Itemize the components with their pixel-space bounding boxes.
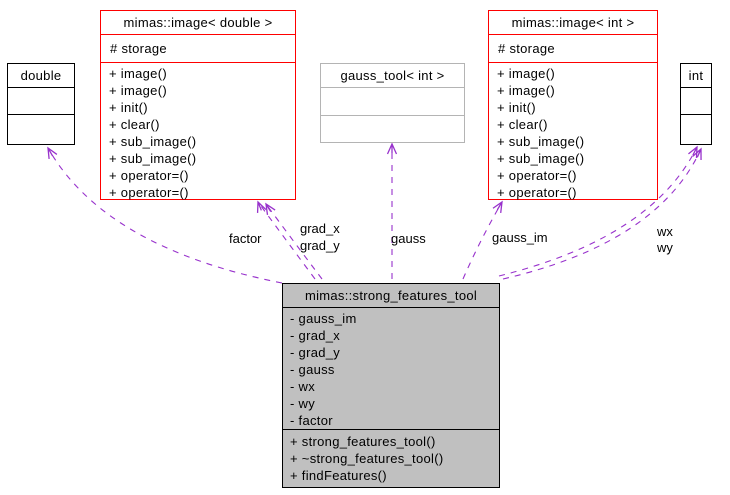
- methods-compartment: + strong_features_tool() + ~strong_featu…: [283, 429, 499, 487]
- fields-compartment: - gauss_im - grad_x - grad_y - gauss - w…: [283, 307, 499, 429]
- field: - grad_x: [290, 328, 341, 343]
- arrowhead-grad-x: [256, 200, 267, 213]
- method: + operator=(): [109, 168, 189, 183]
- arrowhead-gauss: [386, 142, 398, 155]
- method: + clear(): [497, 117, 548, 132]
- class-node-int: int: [680, 63, 712, 145]
- method: + clear(): [109, 117, 160, 132]
- edge-grad-y: [265, 203, 323, 280]
- class-title: gauss_tool< int >: [340, 68, 445, 83]
- method: + operator=(): [497, 185, 577, 200]
- method: + image(): [497, 83, 555, 98]
- fields-compartment-empty: [321, 87, 464, 115]
- arrowhead-gauss-im: [492, 200, 503, 213]
- method: + findFeatures(): [290, 468, 387, 483]
- class-node-gauss-tool: gauss_tool< int >: [320, 63, 465, 143]
- method: + image(): [109, 66, 167, 81]
- field: # storage: [498, 41, 555, 56]
- method: + image(): [109, 83, 167, 98]
- method: + init(): [109, 100, 148, 115]
- method: + init(): [497, 100, 536, 115]
- class-title: int: [688, 68, 704, 83]
- field: - wx: [290, 379, 316, 394]
- methods-compartment-empty: [681, 114, 711, 144]
- method: + image(): [497, 66, 555, 81]
- field: - grad_y: [290, 345, 341, 360]
- class-node-strong-features-tool: mimas::strong_features_tool - gauss_im -…: [282, 283, 500, 488]
- field: - gauss_im: [290, 311, 357, 326]
- edge-label-gauss-im: gauss_im: [492, 230, 548, 245]
- method: + operator=(): [497, 168, 577, 183]
- edge-label-wy: wy: [657, 240, 673, 255]
- edge-label-grad-x: grad_x: [300, 221, 340, 236]
- class-node-double: double: [7, 63, 75, 145]
- method: + sub_image(): [109, 151, 197, 166]
- methods-compartment: + image() + image() + init() + clear() +…: [489, 62, 657, 201]
- method: + strong_features_tool(): [290, 434, 436, 449]
- methods-compartment-empty: [8, 114, 74, 144]
- method: + sub_image(): [497, 134, 585, 149]
- edge-factor: [47, 147, 283, 284]
- method: + sub_image(): [497, 151, 585, 166]
- field: # storage: [110, 41, 167, 56]
- class-node-image-double[interactable]: mimas::image< double > # storage + image…: [100, 10, 296, 200]
- field: - gauss: [290, 362, 335, 377]
- method: + sub_image(): [109, 134, 197, 149]
- fields-compartment: # storage: [101, 34, 295, 62]
- edge-wy: [502, 148, 702, 280]
- edge-label-gauss: gauss: [391, 231, 426, 246]
- method: + operator=(): [109, 185, 189, 200]
- class-title: mimas::image< double >: [123, 15, 273, 30]
- method: + ~strong_features_tool(): [290, 451, 444, 466]
- fields-compartment-empty: [8, 87, 74, 114]
- field: - factor: [290, 413, 333, 428]
- class-title: mimas::strong_features_tool: [304, 288, 478, 303]
- fields-compartment: # storage: [489, 34, 657, 62]
- edge-label-wx: wx: [657, 224, 673, 239]
- edge-label-factor: factor: [229, 231, 262, 246]
- arrowhead-wx: [688, 145, 698, 158]
- arrowhead-wy: [692, 147, 702, 160]
- methods-compartment-empty: [321, 115, 464, 142]
- class-node-image-int[interactable]: mimas::image< int > # storage + image() …: [488, 10, 658, 200]
- field: - wy: [290, 396, 316, 411]
- fields-compartment-empty: [681, 87, 711, 114]
- methods-compartment: + image() + image() + init() + clear() +…: [101, 62, 295, 201]
- class-title: mimas::image< int >: [511, 15, 635, 30]
- class-title: double: [20, 68, 62, 83]
- arrowhead-factor: [47, 146, 58, 159]
- edge-grad-x: [257, 201, 316, 280]
- arrowhead-grad-y: [265, 202, 276, 215]
- edge-wx: [498, 146, 698, 277]
- edge-label-grad-y: grad_y: [300, 238, 340, 253]
